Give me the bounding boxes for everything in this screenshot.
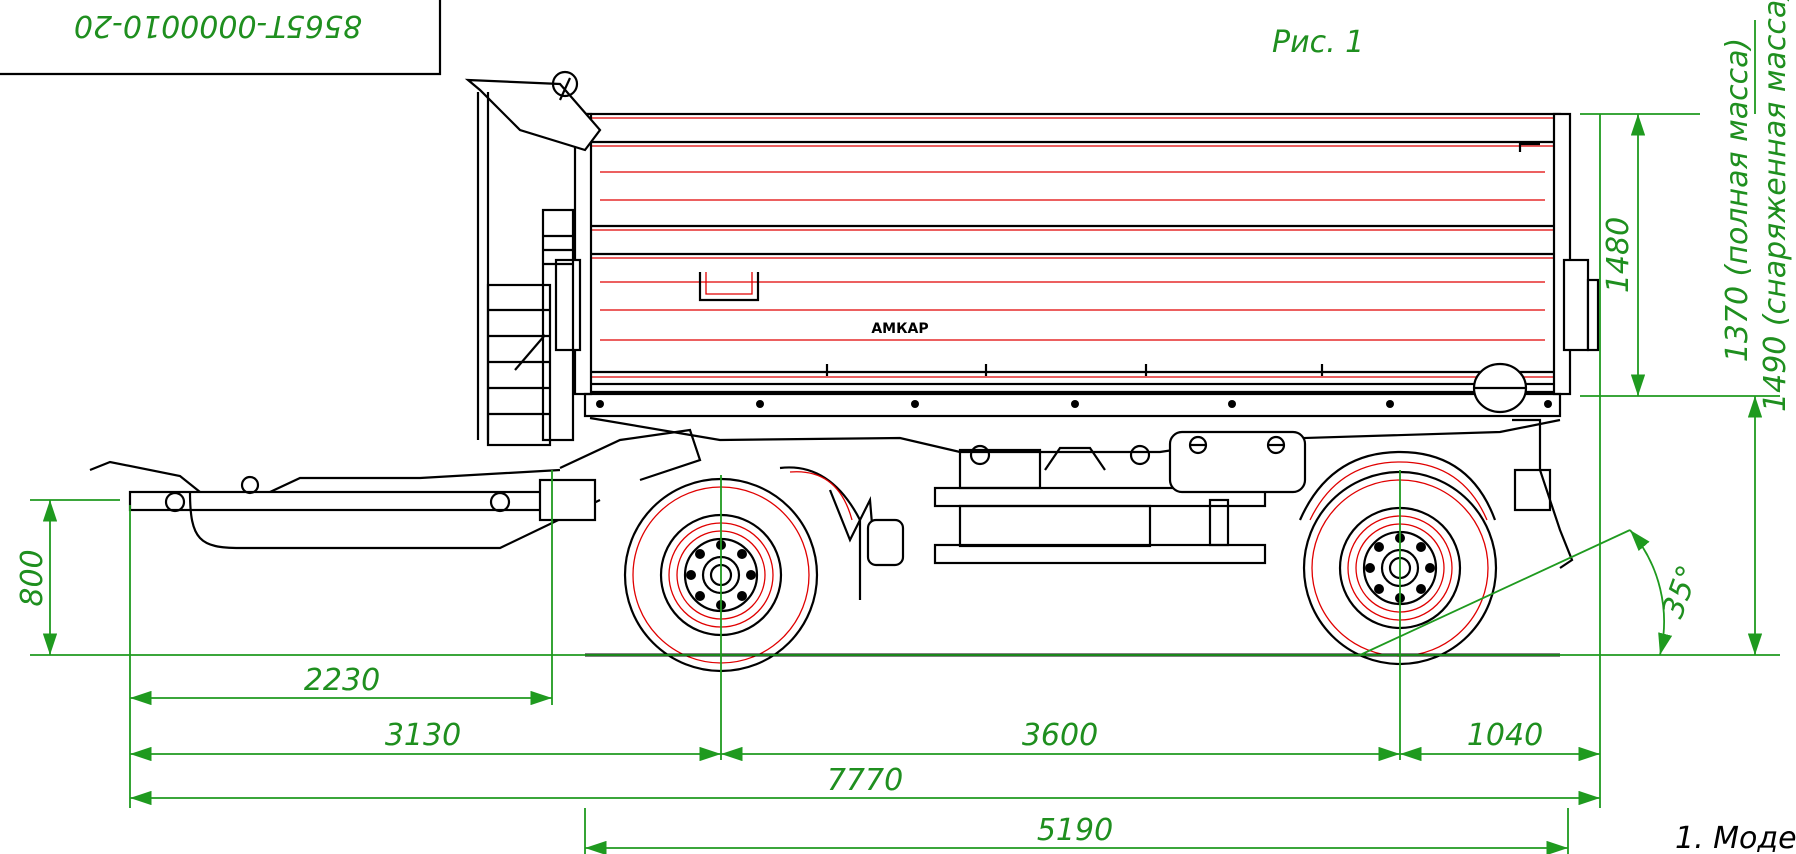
brand-mark: АМКАР: [871, 321, 928, 337]
part-number: 8565Т-0000010-20: [74, 8, 362, 43]
vertical-dimensions: [42, 20, 1763, 656]
front-ladder: [464, 70, 602, 447]
chassis-frame: [589, 416, 1561, 565]
cargo-body: АМКАР: [554, 112, 1600, 418]
dim-floor-height-curb: 1490 (снаряженная масса): [1758, 0, 1793, 412]
figure-label: Рис. 1: [1272, 25, 1364, 60]
dim-side-height: 1480: [1601, 217, 1636, 293]
dim-coupling-height: 800: [15, 549, 50, 606]
dim-tipping-angle: 35°: [1656, 561, 1707, 623]
drawbar: [89, 428, 702, 550]
front-wheel: [623, 466, 905, 673]
dim-drawbar-to-front-axle: 3130: [385, 718, 461, 753]
dim-floor-height-full: 1370 (полная масса): [1720, 38, 1755, 362]
dim-drawbar-to-body: 2230: [304, 663, 380, 698]
title-block: 8565Т-0000010-20: [0, 0, 442, 76]
dim-rear-overhang: 1040: [1467, 718, 1543, 753]
footnote: 1. Модель: [1675, 821, 1796, 854]
dim-overall-length: 7770: [827, 763, 903, 798]
rear-wheel: [1298, 418, 1574, 666]
dim-platform-length: 5190: [1037, 813, 1113, 848]
horizontal-dimensions: [130, 690, 1600, 854]
dim-wheelbase: 3600: [1022, 718, 1098, 753]
